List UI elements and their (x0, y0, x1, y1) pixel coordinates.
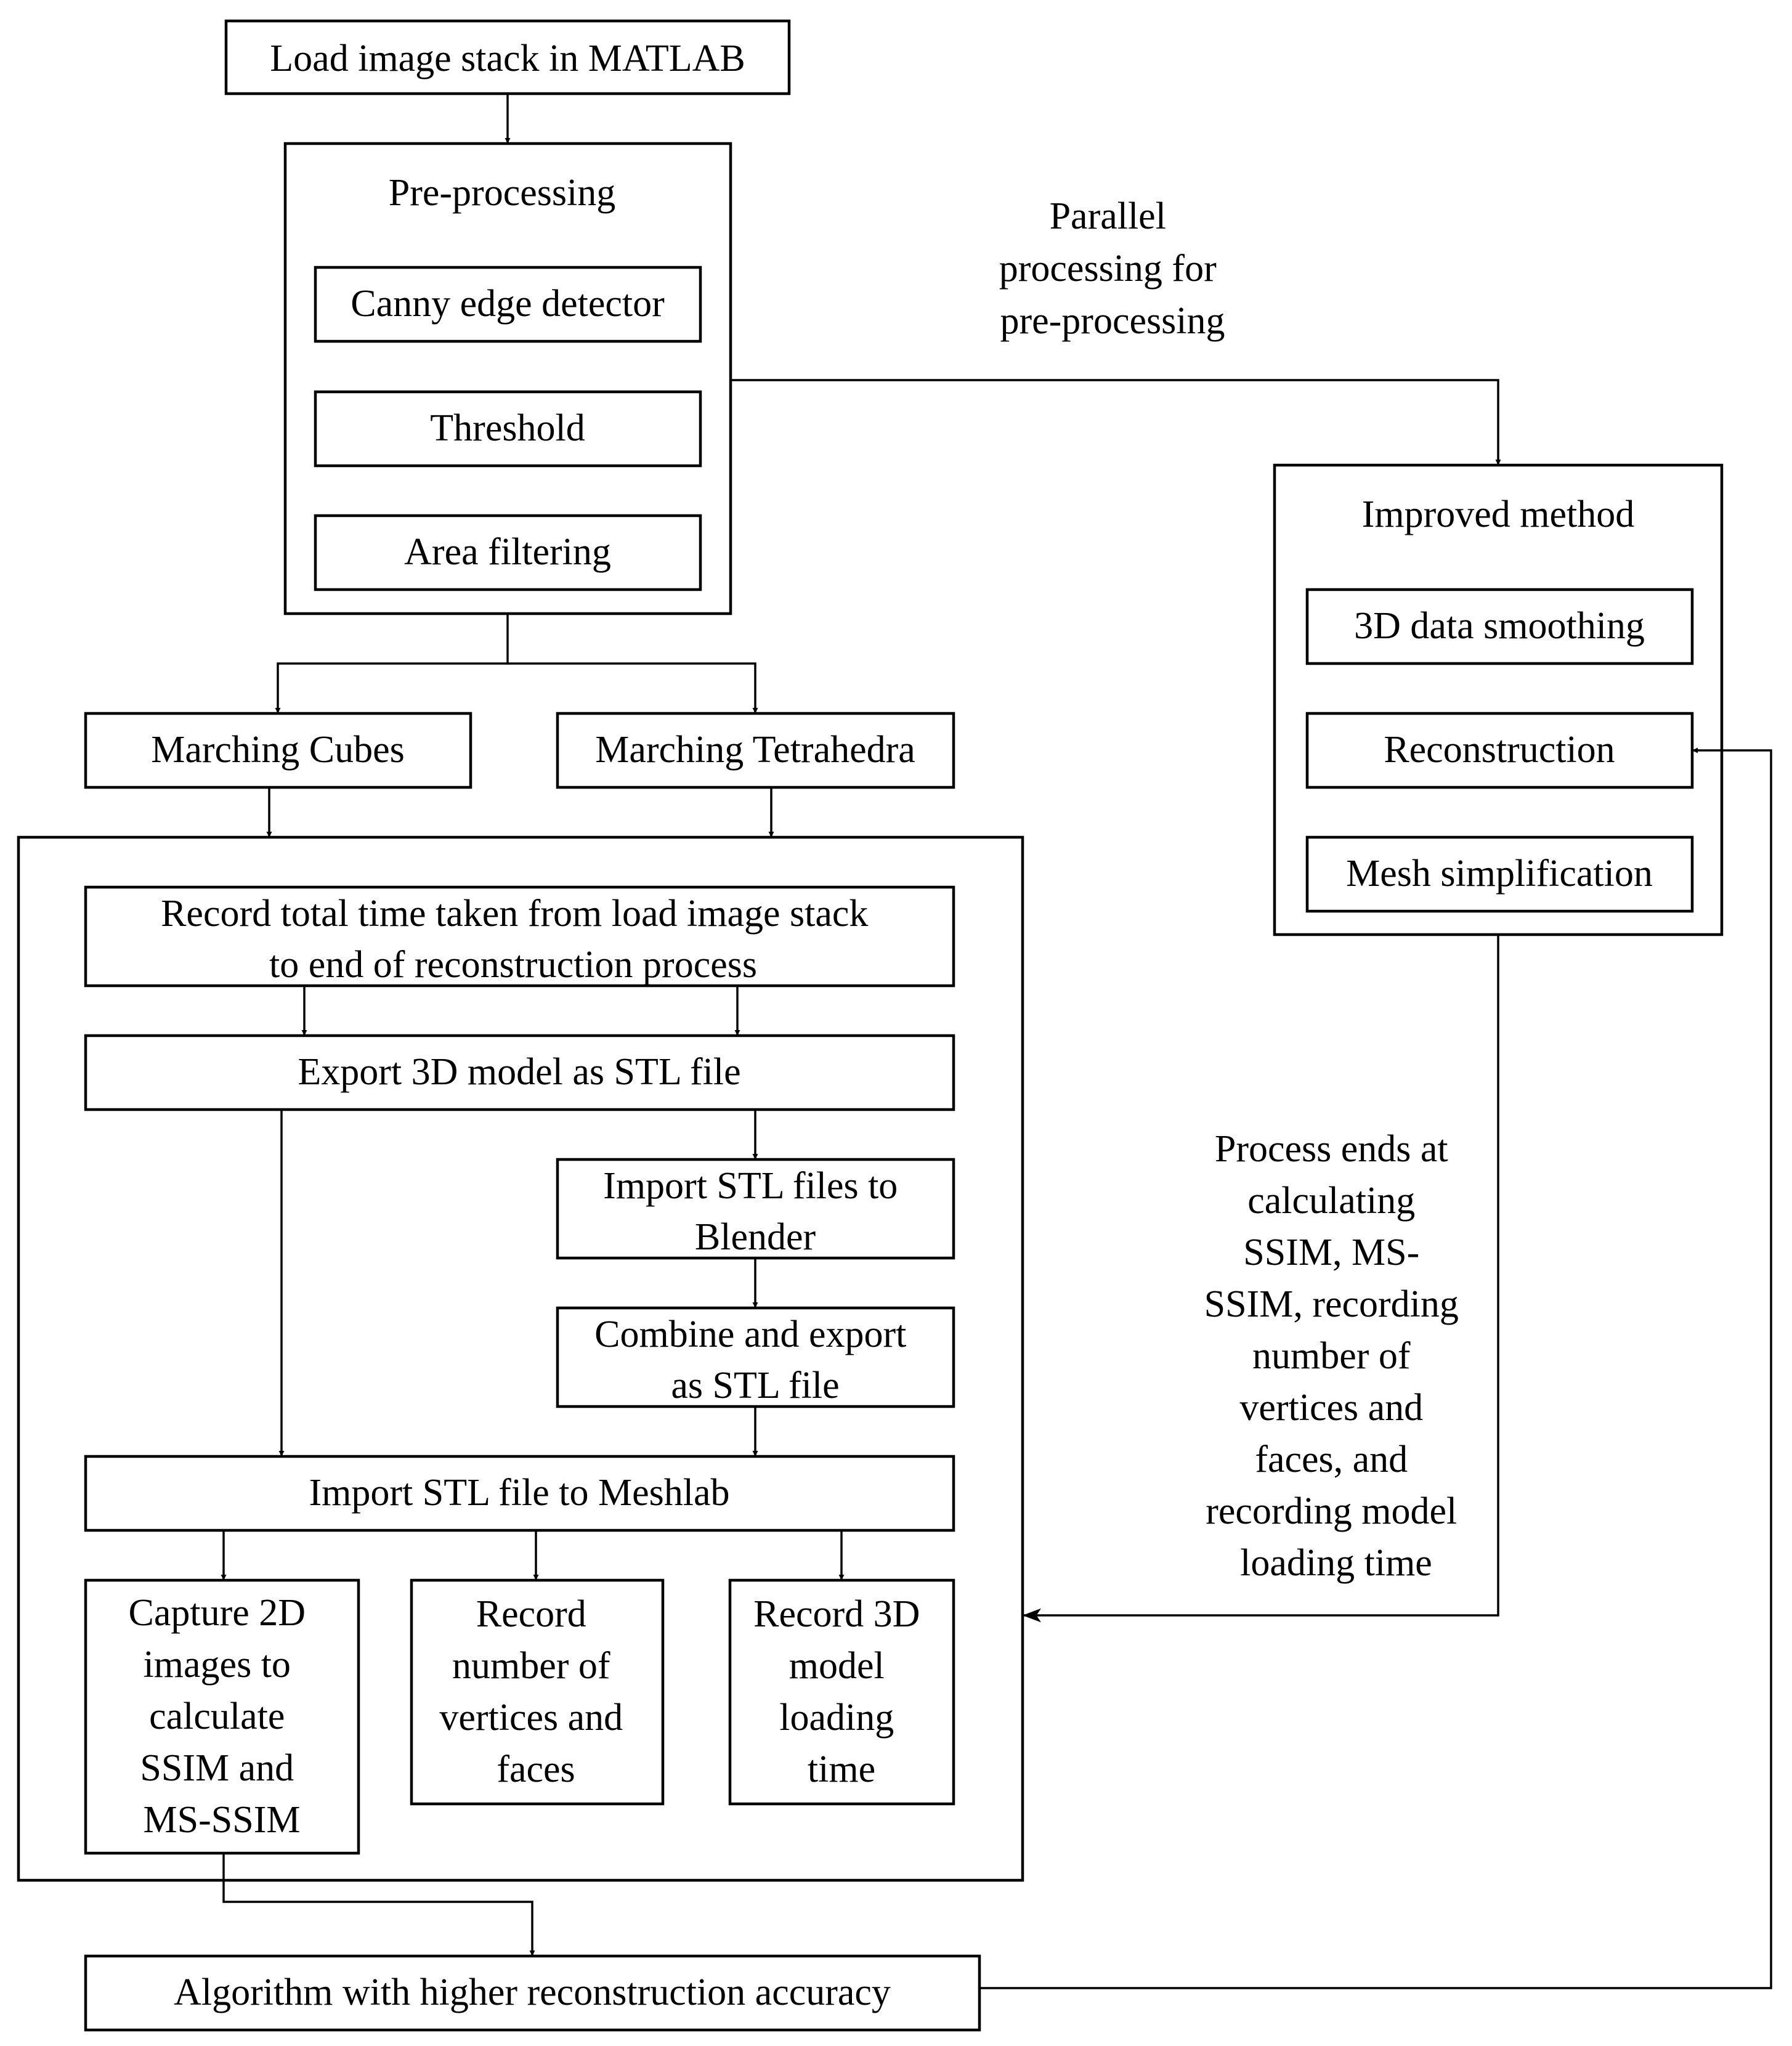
export-stl-box (84, 1034, 955, 1111)
import-meshlab-box (84, 1455, 955, 1532)
improved-method-title: Improved method (1362, 493, 1635, 535)
import-blender-line: Import STL files to (603, 1165, 898, 1207)
import-blender-box (556, 1158, 955, 1260)
capture-2d-line: MS-SSIM (144, 1799, 301, 1841)
arrow-split-to-tetrahedra (508, 662, 758, 713)
smoothing-text: 3D data smoothing (1354, 605, 1645, 647)
record-total-time-line: to end of reconstruction process (269, 944, 757, 986)
process-ends-line: recording model (1206, 1490, 1457, 1532)
threshold-text: Threshold (430, 407, 585, 449)
parallel-label-line: pre-processing (1000, 300, 1225, 342)
load-stack-text: Load image stack in MATLAB (270, 38, 745, 79)
record-vertices-line: vertices and (439, 1697, 623, 1739)
process-ends-line: vertices and (1239, 1387, 1423, 1429)
algorithm-higher-text: Algorithm with higher reconstruction acc… (174, 1971, 891, 2013)
parallel-label: Parallel processing for pre-processing (999, 195, 1226, 342)
record-loading-text: Record 3D model loading time (753, 1593, 930, 1790)
record-vertices-line: faces (497, 1748, 575, 1790)
parallel-label-line: processing for (999, 248, 1217, 290)
process-ends-line: loading time (1240, 1542, 1432, 1584)
import-blender-line: Blender (695, 1216, 816, 1258)
mesh-simplification-text: Mesh simplification (1346, 853, 1653, 895)
record-vertices-box (410, 1578, 665, 1806)
process-ends-line: SSIM, MS- (1243, 1232, 1419, 1273)
parallel-label-line: Parallel (1050, 195, 1166, 237)
process-ends-label: Process ends at calculating SSIM, MS- SS… (1204, 1128, 1469, 1584)
capture-2d-line: images to (144, 1644, 291, 1686)
process-ends-line: Process ends at (1215, 1128, 1448, 1170)
combine-export-line: Combine and export (594, 1313, 906, 1355)
preprocessing-title: Pre-processing (389, 172, 615, 214)
connector-preprocessing-split (275, 614, 509, 713)
area-filtering-box (314, 514, 702, 591)
arrow-improved-to-container (1023, 935, 1499, 1623)
marching-cubes-box (84, 712, 472, 789)
import-blender-text: Import STL files to Blender (603, 1165, 907, 1258)
combine-export-text: Combine and export as STL file (594, 1313, 916, 1407)
record-loading-line: time (808, 1748, 875, 1790)
record-total-time-text: Record total time taken from load image … (161, 893, 878, 986)
record-total-time-box (84, 885, 955, 988)
threshold-box (314, 390, 702, 468)
canny-edge-text: Canny edge detector (351, 283, 665, 325)
capture-2d-text: Capture 2D images to calculate SSIM and … (128, 1592, 315, 1841)
process-ends-line: number of (1252, 1335, 1411, 1377)
process-ends-line: SSIM, recording (1204, 1283, 1459, 1325)
import-meshlab-text: Import STL file to Meshlab (309, 1472, 729, 1514)
combine-export-line: as STL file (671, 1365, 839, 1407)
export-stl-text: Export 3D model as STL file (298, 1051, 740, 1093)
combine-export-box (556, 1306, 955, 1408)
record-loading-box (728, 1578, 955, 1806)
reconstruction-box (1305, 712, 1694, 789)
mesh-simplification-box (1305, 835, 1694, 913)
process-ends-line: calculating (1247, 1180, 1415, 1222)
record-vertices-text: Record number of vertices and faces (439, 1593, 632, 1790)
canny-edge-box (314, 266, 702, 343)
reconstruction-text: Reconstruction (1384, 729, 1615, 771)
area-filtering-text: Area filtering (404, 531, 611, 573)
arrow-algorithm-to-reconstruction (979, 747, 1772, 1989)
capture-2d-line: calculate (149, 1695, 285, 1737)
record-vertices-line: number of (452, 1645, 610, 1687)
arrow-preprocessing-to-improved (731, 379, 1501, 465)
process-ends-line: faces, and (1255, 1439, 1408, 1480)
marching-tetrahedra-box (556, 712, 955, 789)
record-total-time-line: Record total time taken from load image … (161, 893, 868, 935)
arrow-capture-to-algorithm (222, 1853, 535, 1956)
record-loading-line: Record 3D (753, 1593, 920, 1635)
capture-2d-box (84, 1578, 360, 1855)
smoothing-box (1305, 588, 1694, 665)
marching-tetrahedra-text: Marching Tetrahedra (595, 729, 915, 771)
capture-2d-line: Capture 2D (128, 1592, 306, 1634)
load-stack-box (224, 19, 791, 95)
capture-2d-line: SSIM and (140, 1747, 294, 1789)
record-loading-line: model (789, 1645, 885, 1687)
record-vertices-line: Record (476, 1593, 586, 1635)
record-loading-line: loading (779, 1697, 894, 1739)
marching-cubes-text: Marching Cubes (151, 729, 405, 771)
